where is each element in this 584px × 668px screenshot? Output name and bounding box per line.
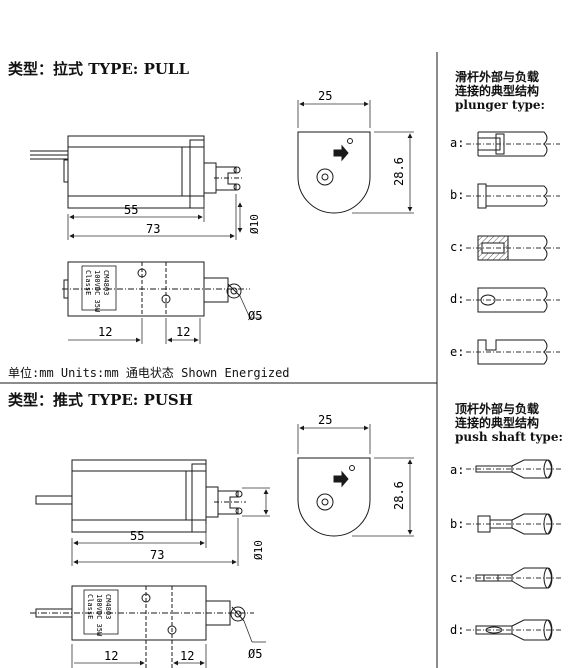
plunger-type-b: b: <box>450 183 560 209</box>
push-label-line: ClassE <box>86 594 94 619</box>
pushshaft-item-label: c: <box>450 571 464 585</box>
pull-dim-55: 55 <box>124 203 138 217</box>
push-dim-phi5: Ø5 <box>248 647 262 661</box>
push-end-view <box>297 457 371 537</box>
plunger-item-label: a: <box>450 136 464 150</box>
push-dim-12b: 12 <box>180 649 194 663</box>
plunger-type-e: e: <box>450 339 560 365</box>
push-dim-12a: 12 <box>104 649 118 663</box>
push-dim-28-6: 28.6 <box>392 481 406 510</box>
push-type-title: 类型：推式 TYPE: PUSH <box>8 391 193 409</box>
pull-label-line: CM4803 <box>102 270 110 295</box>
pull-dimensions <box>67 194 243 240</box>
push-dim-55: 55 <box>130 529 144 543</box>
pull-label-plate: CM4803 100VDC 35W ClassE <box>81 265 117 313</box>
push-dim-25: 25 <box>318 413 332 427</box>
plunger-title-line: 滑杆外部与负载 <box>455 70 540 84</box>
push-dim-phi10: Ø10 <box>252 540 265 560</box>
pushshaft-title-line: 顶杆外部与负载 <box>455 402 540 416</box>
push-label-line: CM4803 <box>104 594 112 619</box>
plunger-type-title: 滑杆外部与负载 连接的典型结构 plunger type: <box>455 70 545 112</box>
pull-top-dimensions <box>68 295 262 344</box>
plunger-item-label: c: <box>450 240 464 254</box>
push-dimensions <box>71 487 270 566</box>
units-note: 单位:mm Units:mm 通电状态 Shown Energized <box>8 366 290 380</box>
pushshaft-type-d: d: <box>450 619 562 641</box>
pull-dim-25: 25 <box>318 89 332 103</box>
pull-end-dimensions <box>297 100 414 214</box>
pull-end-view <box>297 131 371 214</box>
plunger-title-line: plunger type: <box>455 98 545 112</box>
pull-dim-phi10: Ø10 <box>248 214 261 234</box>
pull-label-line: 100VDC 35W <box>93 270 101 313</box>
pull-side-view <box>30 135 244 209</box>
pushshaft-type-a: a: <box>450 459 562 479</box>
push-end-dimensions <box>297 424 414 537</box>
plunger-item-label: e: <box>450 345 464 359</box>
pull-dim-73: 73 <box>146 222 160 236</box>
pull-dim-phi5: Ø5 <box>248 309 262 323</box>
push-label-plate: CM4803 100VDC 35W ClassE <box>83 589 119 637</box>
pushshaft-item-label: b: <box>450 517 464 531</box>
pushshaft-title-line: 连接的典型结构 <box>455 416 540 430</box>
plunger-type-c: c: <box>450 235 560 261</box>
pull-dim-28-6: 28.6 <box>392 157 406 186</box>
push-top-view <box>30 585 254 668</box>
plunger-item-label: b: <box>450 188 464 202</box>
plunger-item-label: d: <box>450 292 464 306</box>
plunger-type-a: a: <box>450 131 560 157</box>
pull-top-view <box>62 261 250 317</box>
plunger-type-d: d: <box>450 287 560 313</box>
push-dim-73: 73 <box>150 548 164 562</box>
push-top-dimensions <box>71 620 266 668</box>
pushshaft-type-b: b: <box>450 513 562 535</box>
pushshaft-type-title: 顶杆外部与负载 连接的典型结构 push shaft type: <box>455 402 563 444</box>
plunger-title-line: 连接的典型结构 <box>455 84 540 98</box>
pushshaft-title-line: push shaft type: <box>455 430 563 444</box>
push-side-view <box>35 459 246 533</box>
pull-dim-12b: 12 <box>176 325 190 339</box>
pull-dim-12a: 12 <box>98 325 112 339</box>
pushshaft-item-label: d: <box>450 623 464 637</box>
pull-label-line: ClassE <box>84 270 92 295</box>
pushshaft-type-c: c: <box>450 567 562 589</box>
pushshaft-item-label: a: <box>450 463 464 477</box>
push-label-line: 100VDC 35W <box>95 594 103 637</box>
pull-type-title: 类型：拉式 TYPE: PULL <box>8 60 190 78</box>
